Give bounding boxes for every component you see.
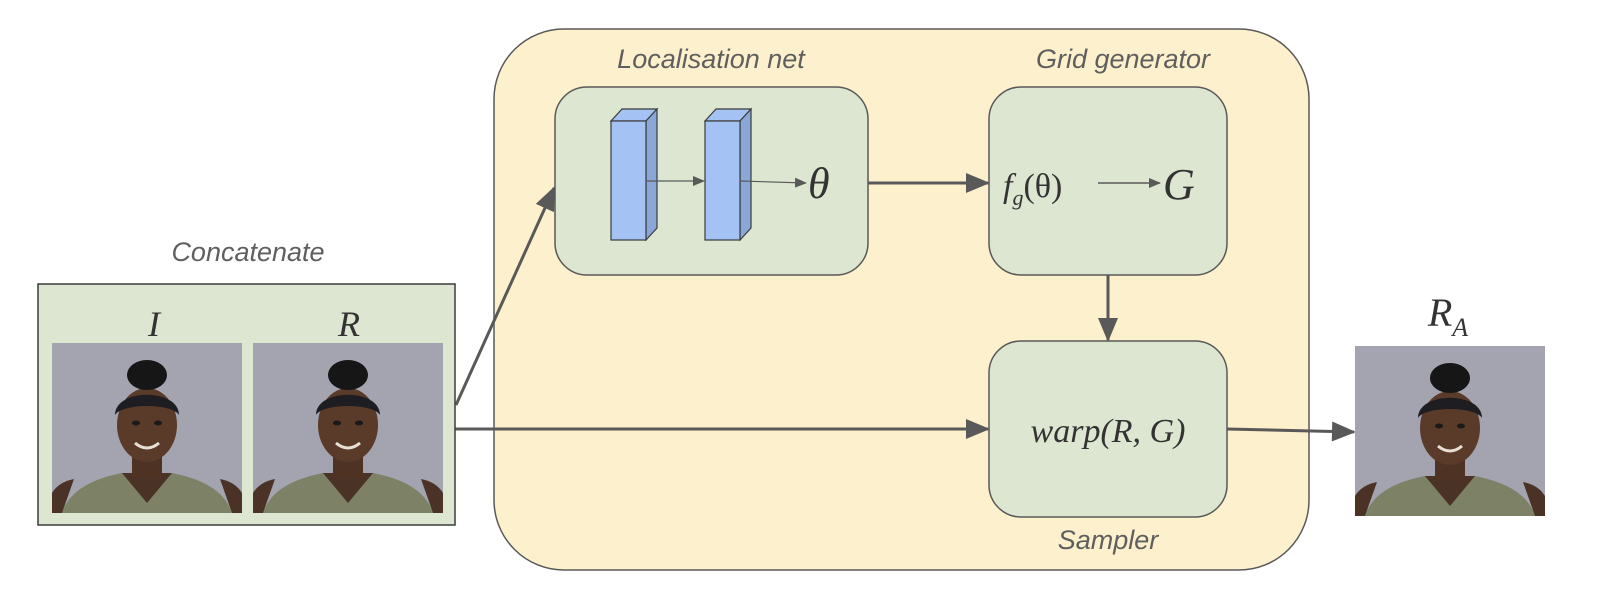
output-image: [1355, 345, 1545, 517]
theta-symbol: θ: [808, 159, 830, 208]
localisation-net-label: Localisation net: [617, 44, 806, 74]
fg-theta-formula: fg(θ): [1003, 168, 1062, 210]
arrow-sampler-to-output: [1226, 421, 1356, 442]
output-label: RA: [1427, 290, 1468, 342]
layer-block-2: [703, 107, 753, 242]
arrow-input-to-localisation-net: [454, 186, 556, 406]
arrow-block2-to-theta: [739, 177, 807, 188]
warp-formula: warp(R, G): [1031, 413, 1186, 450]
sampler-label: Sampler: [1058, 525, 1160, 555]
input-image-r: [253, 343, 443, 513]
layer-block-1: [609, 107, 659, 242]
input-i-label: I: [147, 304, 162, 344]
input-image-i: [52, 343, 242, 513]
grid-symbol: G: [1163, 160, 1195, 209]
grid-generator-label: Grid generator: [1036, 44, 1211, 74]
concatenate-label: Concatenate: [171, 237, 324, 267]
input-r-label: R: [337, 304, 360, 344]
